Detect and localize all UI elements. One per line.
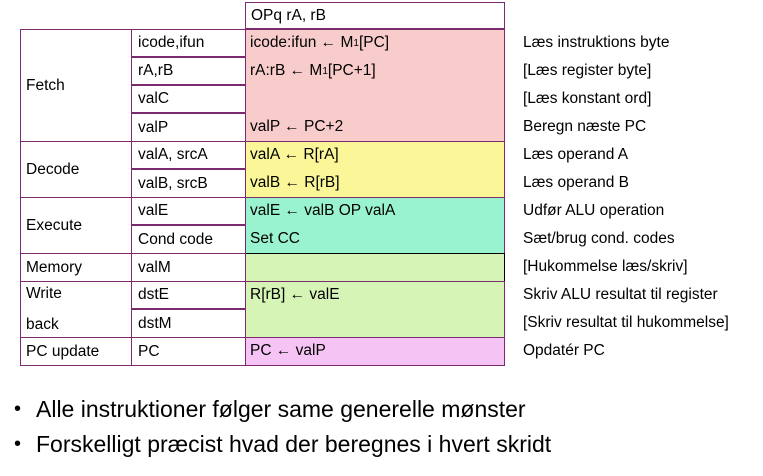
row-description: [Læs konstant ord]: [523, 90, 652, 107]
signal-cell: valB, srcB: [131, 169, 246, 198]
stage-fetch-label: Fetch: [26, 76, 65, 94]
writeback-action-block: [245, 281, 505, 338]
stage-fetch: Fetch: [20, 29, 132, 142]
instruction-header: OPq rA, rB: [245, 2, 505, 29]
stage-memory: Memory: [20, 253, 132, 282]
action-text: PC ← valP: [250, 342, 326, 359]
bullet-item: • Forskelligt præcist hvad der beregnes …: [14, 427, 551, 462]
action-text-main: icode:ifun ← M: [250, 34, 354, 51]
pcupdate-action-block: [245, 337, 505, 366]
action-text-tail: [PC]: [358, 34, 390, 51]
stage-writeback-label-line1: Write: [26, 285, 62, 302]
row-description: Læs instruktions byte: [523, 34, 670, 51]
action-text: valB ← R[rB]: [250, 174, 340, 191]
signal-cell: valM: [131, 253, 246, 282]
row-description: Læs operand A: [523, 146, 629, 163]
action-text: valE ← valB OP valA: [250, 202, 396, 219]
row-description: [Skriv resultat til hukommelse]: [523, 314, 729, 331]
row-description: Udfør ALU operation: [523, 202, 665, 219]
fetch-action-block: [245, 29, 505, 142]
action-text: R[rB] ← valE: [250, 286, 340, 303]
stage-decode-label: Decode: [26, 160, 80, 178]
stage-pcupdate-label: PC update: [26, 342, 100, 360]
signal-cell: valP: [131, 113, 246, 142]
signal-cell: icode,ifun: [131, 29, 246, 57]
signal-cell: dstM: [131, 309, 246, 338]
signal-cell: valC: [131, 85, 246, 113]
bullet-dot-icon: •: [14, 433, 22, 455]
action-text-sub: 1: [353, 37, 359, 49]
stage-pcupdate: PC update: [20, 337, 132, 366]
signal-cell: valE: [131, 197, 246, 225]
stage-memory-label: Memory: [26, 258, 82, 276]
signal-cell: dstE: [131, 281, 246, 309]
row-description: Læs operand B: [523, 174, 629, 191]
bullet-text: Alle instruktioner følger same generelle…: [36, 396, 526, 422]
action-text-tail: [PC+1]: [327, 62, 376, 79]
signal-cell: rA,rB: [131, 57, 246, 85]
stage-execute: Execute: [20, 197, 132, 254]
row-description: [Hukommelse læs/skriv]: [523, 258, 688, 275]
stage-writeback: Write back: [20, 281, 132, 338]
bullet-dot-icon: •: [14, 398, 22, 420]
signal-cell: PC: [131, 337, 246, 366]
bullet-text: Forskelligt præcist hvad der beregnes i …: [36, 431, 552, 457]
row-description: [Læs register byte]: [523, 62, 652, 79]
stage-writeback-label-line2: back: [26, 316, 59, 333]
bullet-item: • Alle instruktioner følger same generel…: [14, 392, 551, 427]
stage-execute-label: Execute: [26, 216, 83, 234]
action-text-main: rA:rB ← M: [250, 62, 323, 79]
memory-action-block: [245, 253, 505, 282]
row-description: Beregn næste PC: [523, 118, 647, 135]
action-text: Set CC: [250, 230, 300, 247]
signal-cell: valA, srcA: [131, 141, 246, 169]
decode-action-block: [245, 141, 505, 198]
action-text: valA ← R[rA]: [250, 146, 339, 163]
stage-decode: Decode: [20, 141, 132, 198]
action-text: valP ← PC+2: [250, 118, 344, 135]
action-text-sub: 1: [322, 65, 328, 77]
bullet-list: • Alle instruktioner følger same generel…: [14, 392, 551, 462]
row-description: Opdatér PC: [523, 342, 605, 359]
row-description: Sæt/brug cond. codes: [523, 230, 675, 247]
row-description: Skriv ALU resultat til register: [523, 286, 718, 303]
signal-cell: Cond code: [131, 225, 246, 254]
